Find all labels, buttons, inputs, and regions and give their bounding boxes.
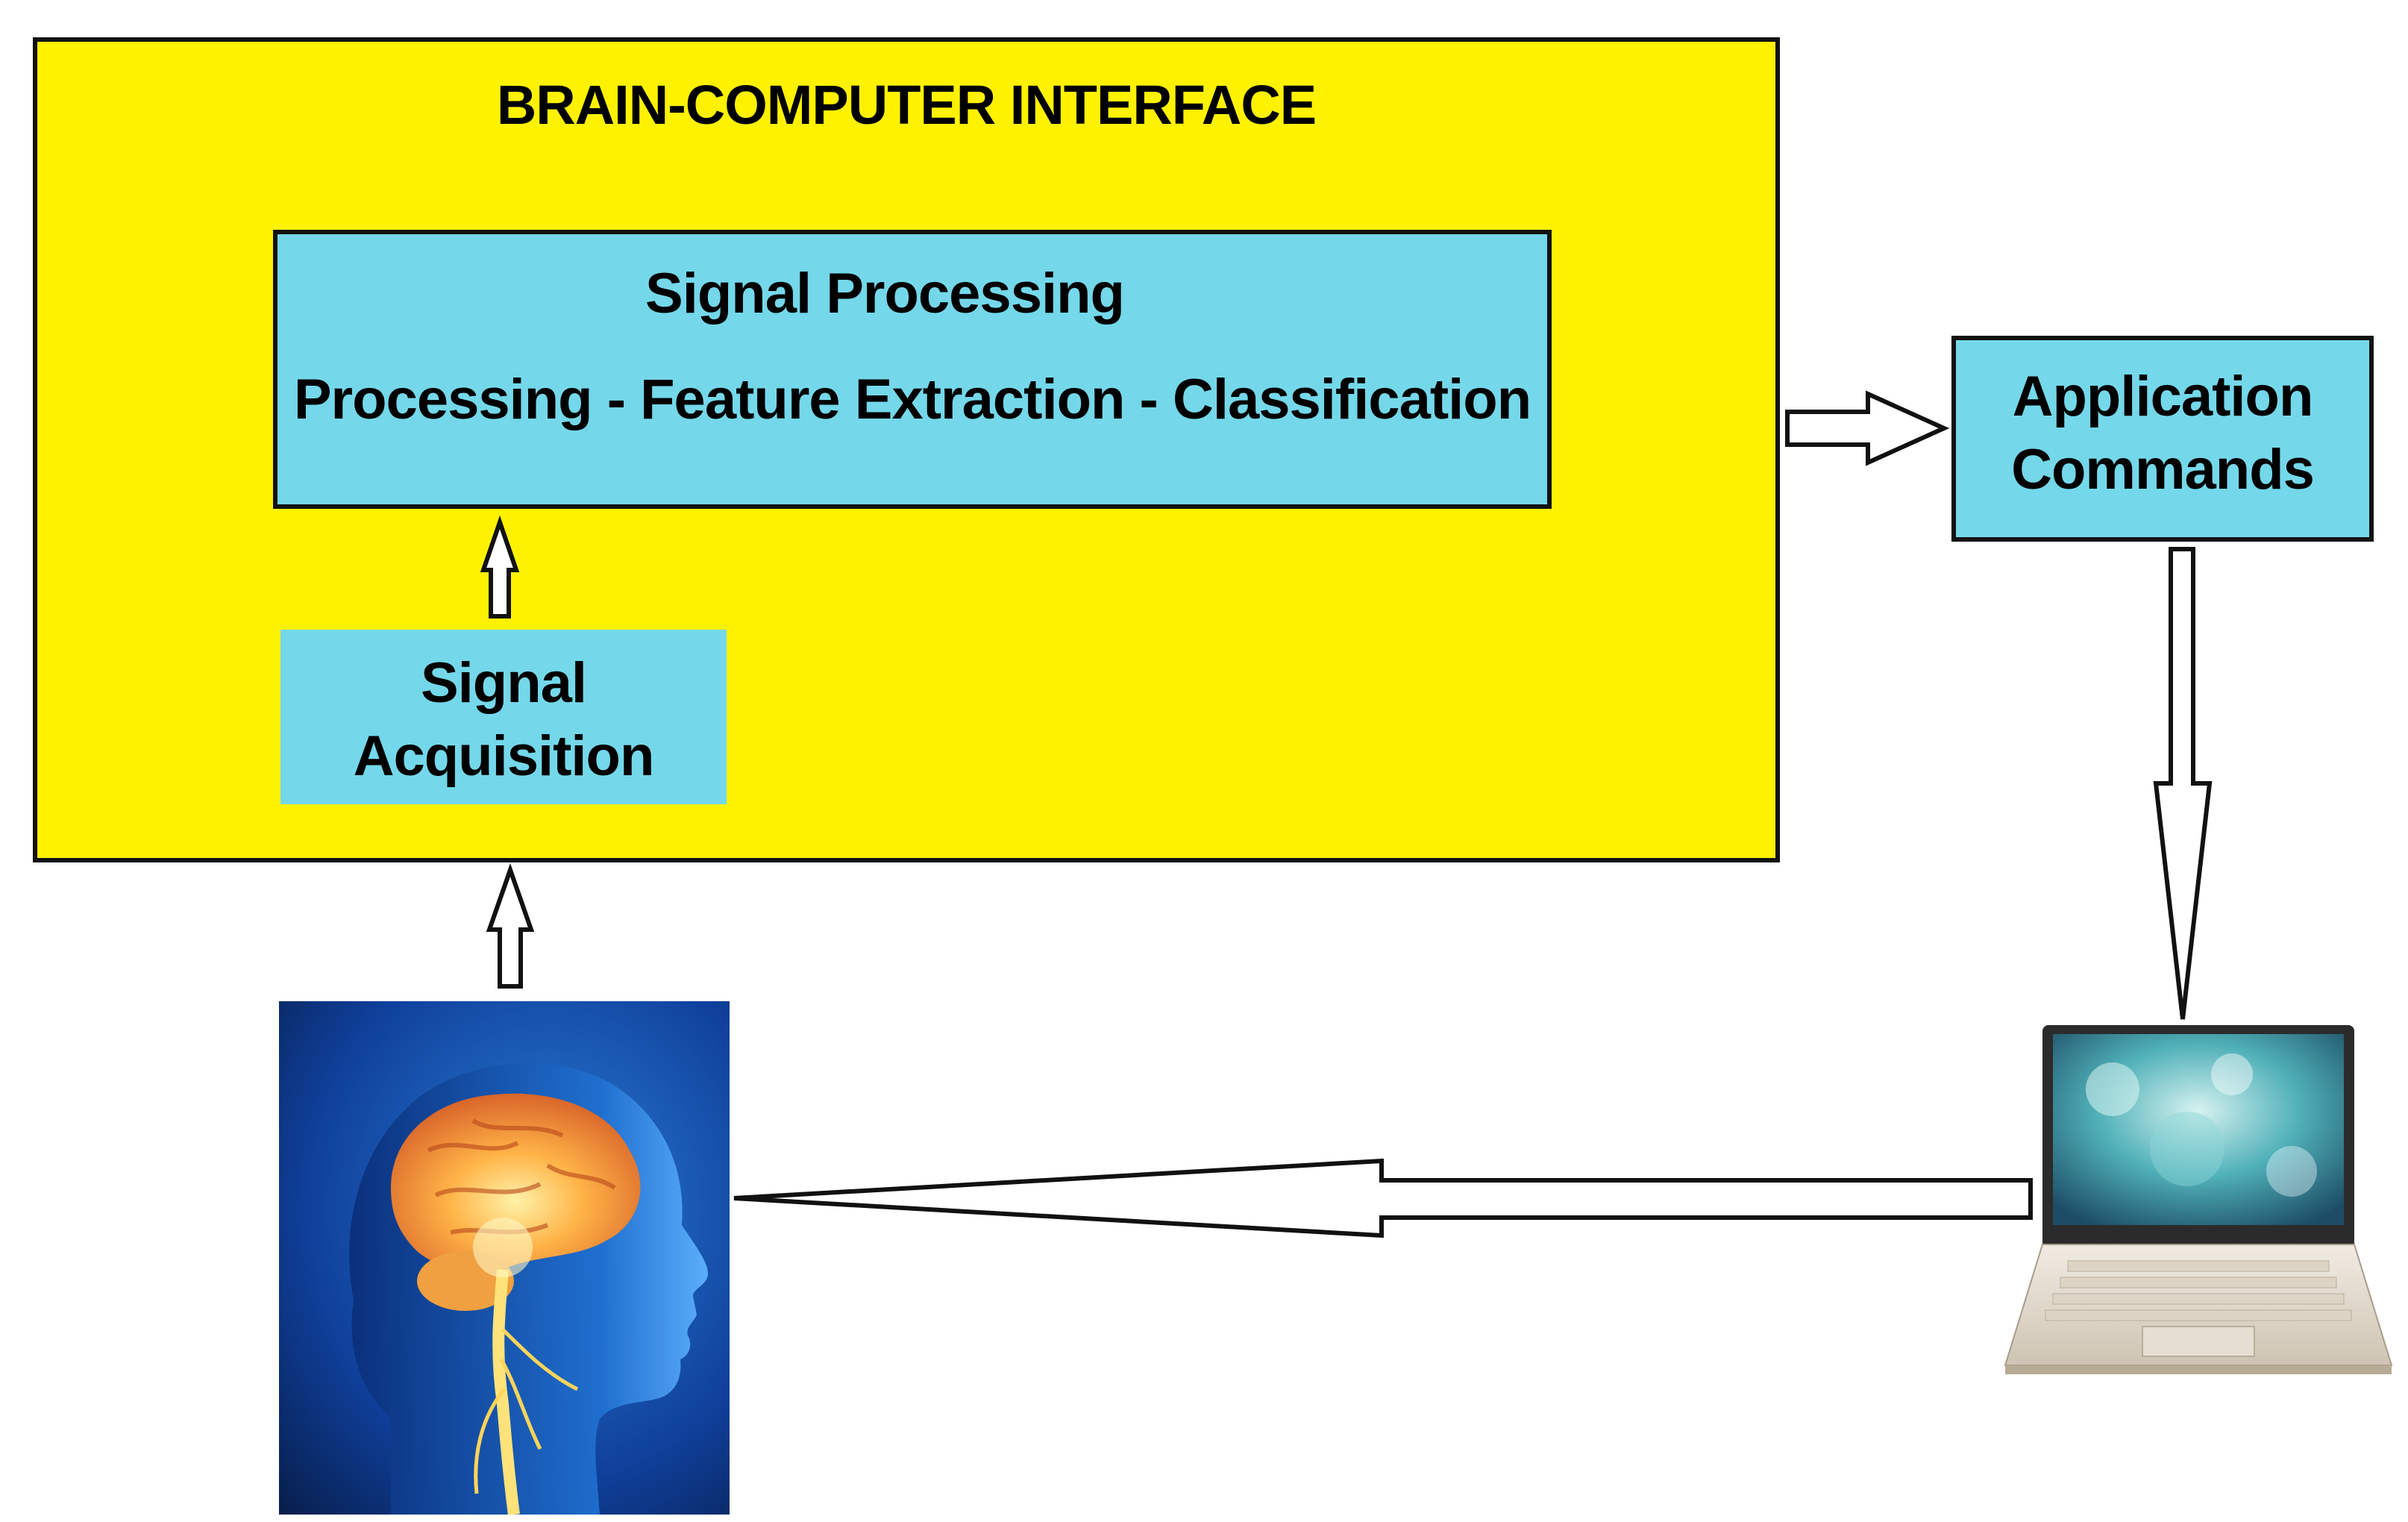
- signal-acquisition-box: [280, 630, 727, 804]
- arrow-laptop-to-brain: [733, 1158, 2033, 1238]
- application-commands-label-line1: Application: [2012, 365, 2314, 428]
- signal-acquisition-label-line1: Signal: [420, 651, 587, 715]
- arrow-bci-to-commands: [1785, 390, 1950, 466]
- human-head-brain-icon: [279, 1001, 730, 1515]
- application-commands-label-line2: Commands: [2011, 438, 2315, 501]
- signal-acquisition-label-line2: Acquisition: [353, 724, 655, 788]
- arrow-brain-to-acquisition: [486, 862, 535, 989]
- application-commands-box: [1951, 336, 2374, 542]
- arrow-acquisition-to-processing: [480, 515, 520, 618]
- bci-title: BRAIN-COMPUTER INTERFACE: [496, 74, 1317, 136]
- signal-processing-box: [273, 230, 1552, 509]
- arrow-commands-to-laptop: [2153, 547, 2213, 1020]
- signal-processing-steps: Processing - Feature Extraction - Classi…: [293, 368, 1531, 431]
- signal-processing-title: Signal Processing: [645, 262, 1125, 325]
- laptop-icon: [2004, 1025, 2393, 1374]
